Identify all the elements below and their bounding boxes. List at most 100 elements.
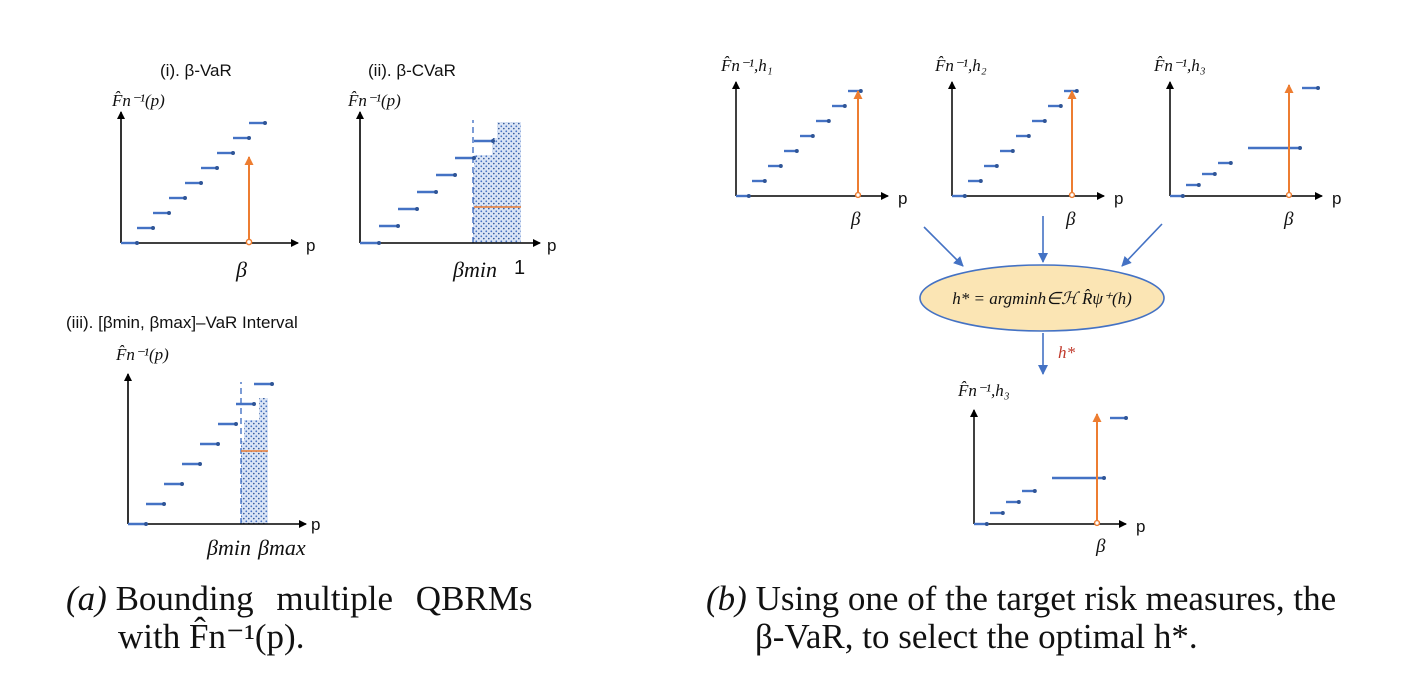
plot-h1-ylabel: F̂n⁻¹,h₁ [720, 56, 773, 75]
plot-i-steps [121, 121, 267, 245]
step-marker [198, 462, 202, 466]
plot-i-ylabel: F̂n⁻¹(p) [111, 91, 165, 110]
step-marker [1042, 119, 1047, 123]
step-marker [810, 134, 815, 138]
step-marker [842, 104, 847, 108]
caption-b-tag: (b) [706, 579, 747, 618]
step-marker [415, 207, 419, 211]
step-marker [234, 422, 238, 426]
plot-ii-beta-min-label: βmin [452, 257, 497, 282]
plot-h3-beta-label: β [1283, 209, 1294, 230]
caption-a-tag: (a) [66, 579, 107, 618]
step-marker [1228, 161, 1233, 165]
plot-beta-var: (i). β-VaR F̂n⁻¹(p) p β [111, 61, 315, 282]
plot-h3-steps [1170, 86, 1320, 198]
step-marker [270, 382, 274, 386]
step-marker [151, 226, 155, 230]
plot-result-wide-step-end [1102, 476, 1106, 480]
plot-result-ylabel: F̂n⁻¹,h₃ [957, 381, 1010, 400]
plot-h1: F̂n⁻¹,h₁ p β [720, 56, 907, 230]
plot-ii-title: (ii). β-CVaR [368, 61, 456, 80]
step-marker [1196, 183, 1201, 187]
plot-h2-ylabel: F̂n⁻¹,h₂ [934, 56, 987, 75]
caption-b-line2: β-VaR, to select the optimal h*. [755, 617, 1198, 656]
plot-h2: F̂n⁻¹,h₂ p β [934, 56, 1123, 230]
plot-iii-xlabel: p [311, 515, 320, 534]
step-marker [144, 522, 148, 526]
plot-beta-cvar: (ii). β-CVaR F̂n⁻¹(p) p βmin 1 [347, 61, 556, 282]
plot-ii-one-label: 1 [514, 257, 525, 279]
plot-h1-xlabel: p [898, 189, 907, 208]
step-marker [1016, 500, 1021, 504]
plot-iii-title: (iii). [βmin, βmax]–VaR Interval [66, 313, 298, 332]
step-marker [1000, 511, 1005, 515]
step-marker [978, 179, 983, 183]
plot-selected-h3: F̂n⁻¹,h₃ p β [957, 381, 1145, 557]
plot-iii-steps [128, 382, 274, 526]
plot-h2-xlabel: p [1114, 189, 1123, 208]
plot-iii-beta-min-label: βmin [206, 535, 251, 560]
plot-i-beta-label: β [235, 257, 247, 282]
step-marker [180, 482, 184, 486]
step-marker [1032, 489, 1037, 493]
objective-ellipse: h* = argminh∈ℋ R̂ψ⁺(h) [919, 264, 1165, 332]
caption-a-line2: with F̂n⁻¹(p). [118, 617, 305, 656]
plot-h2-steps [952, 89, 1079, 198]
plot-iii-beta-max-label: βmax [257, 535, 306, 560]
step-marker [794, 149, 799, 153]
plot-i-beta-point [245, 238, 253, 246]
plot-h3-ylabel: F̂n⁻¹,h₃ [1153, 56, 1206, 75]
caption-a-line2-box: with F̂n⁻¹(p). [118, 618, 304, 656]
step-marker [135, 241, 139, 245]
step-marker [858, 89, 863, 93]
plot-iii-ylabel: F̂n⁻¹(p) [115, 345, 169, 364]
plot-h2-beta-label: β [1065, 209, 1076, 230]
step-marker [491, 139, 495, 143]
arrow-h3-to-objective [1121, 223, 1163, 267]
step-marker [162, 502, 166, 506]
plot-ii-xlabel: p [547, 236, 556, 255]
step-marker [1180, 194, 1185, 198]
caption-b-line2-box: β-VaR, to select the optimal h*. [755, 618, 1198, 656]
caption-b-line1: Using one of the target risk measures, t… [755, 579, 1337, 618]
plot-h1-steps [736, 89, 863, 198]
plot-result-beta-label: β [1095, 536, 1106, 557]
step-marker [434, 190, 438, 194]
step-marker [1026, 134, 1031, 138]
plot-result-beta-point [1093, 519, 1101, 527]
step-marker [472, 156, 476, 160]
caption-a-line1: Bounding multiple QBRMs [115, 579, 533, 618]
h-star-label: h* [1058, 343, 1076, 362]
plot-var-interval: (iii). [βmin, βmax]–VaR Interval F̂n⁻¹(p… [66, 313, 320, 560]
plot-result-steps [974, 416, 1128, 526]
objective-formula: h* = argminh∈ℋ R̂ψ⁺(h) [952, 289, 1132, 308]
plot-result-xlabel: p [1136, 517, 1145, 536]
plot-result-top-step-end [1124, 416, 1128, 420]
arrow-h1-to-objective [923, 226, 964, 267]
step-marker [1212, 172, 1217, 176]
step-marker [1058, 104, 1063, 108]
step-marker [263, 121, 267, 125]
step-marker [199, 181, 203, 185]
plot-iii-interval-area [241, 398, 268, 524]
plot-h1-beta-label: β [850, 209, 861, 230]
step-marker [962, 194, 967, 198]
step-marker [183, 196, 187, 200]
plot-i-xlabel: p [306, 236, 315, 255]
plot-h1-beta-point [854, 191, 862, 199]
step-marker [216, 442, 220, 446]
plot-ii-steps [360, 139, 495, 245]
step-marker [762, 179, 767, 183]
step-marker [1074, 89, 1079, 93]
step-marker [453, 173, 457, 177]
plot-ii-cvar-area [473, 122, 521, 243]
plot-h3-top-step-end [1316, 86, 1320, 90]
caption-a: (a) Bounding multiple QBRMs [66, 580, 533, 618]
step-marker [215, 166, 219, 170]
step-marker [746, 194, 751, 198]
plot-ii-ylabel: F̂n⁻¹(p) [347, 91, 401, 110]
step-marker [377, 241, 381, 245]
plot-h3-wide-step-end [1298, 146, 1302, 150]
plot-i-title: (i). β-VaR [160, 61, 232, 80]
plot-h2-beta-point [1068, 191, 1076, 199]
